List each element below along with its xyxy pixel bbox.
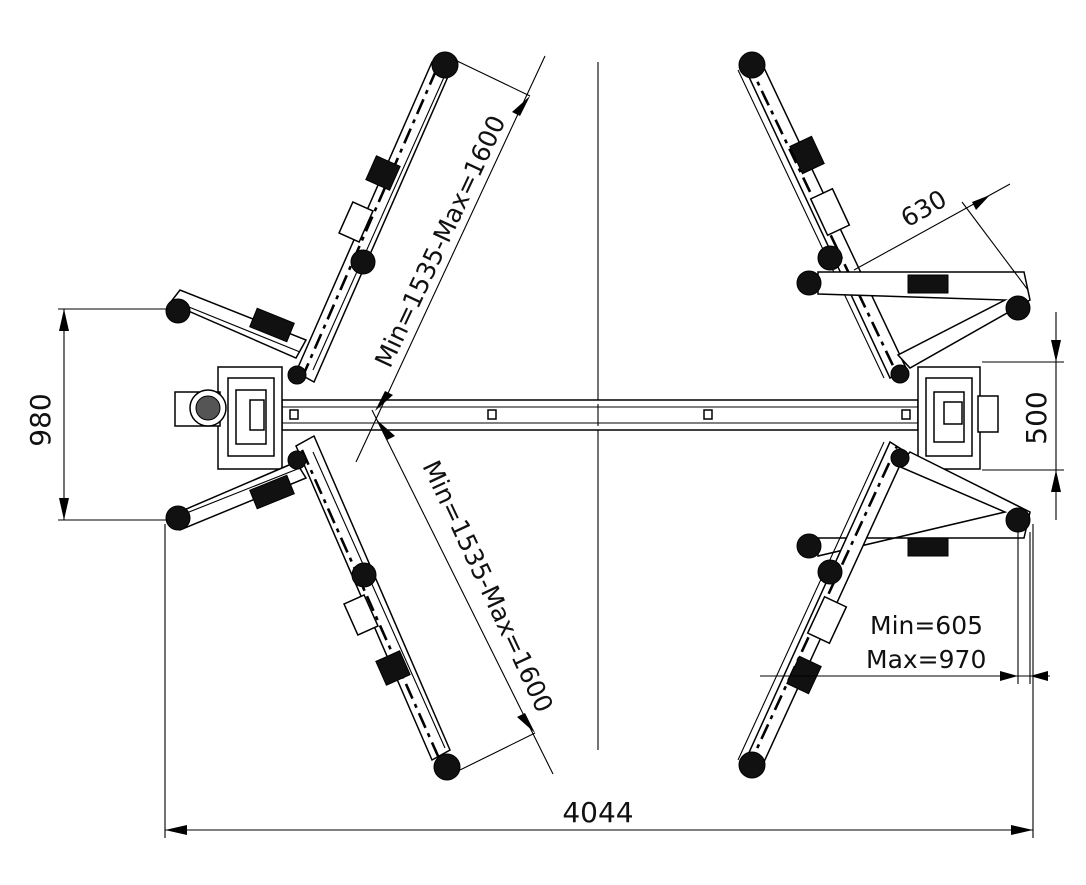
dim-overall-width: 4044 xyxy=(164,524,1034,838)
dim-arm-width-label: 630 xyxy=(896,184,952,233)
left-upper-long-arm xyxy=(295,51,459,384)
left-lower-pivot xyxy=(287,450,307,470)
dim-front-span-label: 980 xyxy=(24,393,57,446)
left-upper-short-arm xyxy=(165,289,308,359)
dim-column-depth-label: 500 xyxy=(1020,391,1053,444)
dim-front-span: 980 xyxy=(24,308,168,521)
dim-arm-length-lower-label: Min=1535-Max=1600 xyxy=(417,456,559,717)
right-lower-long-arm xyxy=(737,440,907,779)
right-upper-pivot xyxy=(890,364,910,384)
right-upper-long-arm xyxy=(737,51,907,380)
base-beam xyxy=(281,399,919,431)
right-lower-pivot xyxy=(890,448,910,468)
left-upper-pivot xyxy=(287,365,307,385)
right-upper-short-arm xyxy=(796,270,1031,369)
right-column xyxy=(917,366,999,470)
dim-short-arm-range: Min=605 Max=970 xyxy=(760,532,1050,684)
left-lower-long-arm xyxy=(295,434,461,781)
left-lower-short-arm xyxy=(165,461,308,531)
right-lower-short-arm xyxy=(796,451,1031,559)
dim-column-depth: 500 xyxy=(982,312,1064,520)
dim-short-arm-max-label: Max=970 xyxy=(866,645,986,674)
dim-arm-length-upper-label: Min=1535-Max=1600 xyxy=(369,111,511,372)
dim-short-arm-min-label: Min=605 xyxy=(870,611,983,640)
dim-arm-length-lower: Min=1535-Max=1600 xyxy=(371,409,559,775)
dim-overall-width-label: 4044 xyxy=(562,796,633,829)
left-column xyxy=(174,366,283,470)
